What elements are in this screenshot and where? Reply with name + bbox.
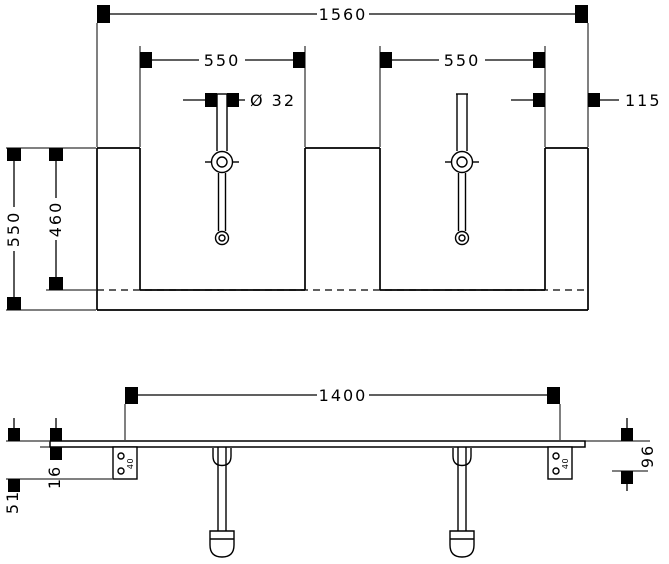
drain-trap-right (449, 446, 475, 558)
dim-label-bracket-holes-right: 40 (561, 458, 570, 469)
wall-bracket-left: 40 (112, 446, 138, 480)
dim-fixing-centres: 1400 (124, 386, 561, 440)
dim-label-tap-hole-diameter: Ø 32 (250, 91, 296, 110)
dim-label-console-depth: 550 (4, 211, 23, 248)
dim-board-thickness: 16 (40, 418, 68, 489)
wall-bracket-right: 40 (547, 446, 573, 480)
bracket-hole (117, 452, 125, 460)
dim-label-trap-height: 96 (638, 444, 657, 468)
dim-overall-width: 1560 (96, 5, 589, 147)
faucet-drain-right (444, 93, 480, 246)
dim-console-depth: 550 (4, 147, 96, 311)
basin-cutout-right (379, 148, 546, 291)
bracket-hole (552, 452, 560, 460)
dim-tap-hole-diameter: Ø 32 (183, 91, 296, 110)
dim-label-side-offset: 115 (625, 91, 662, 110)
faucet-drain-left (204, 93, 240, 246)
dim-label-cutout-width-right: 550 (444, 51, 481, 70)
dim-cutout-width-left: 550 (139, 46, 306, 147)
dim-label-cutout-depth: 460 (46, 201, 65, 238)
dim-cutout-width-right: 550 (379, 46, 546, 147)
dim-label-board-thickness: 16 (45, 465, 64, 489)
dim-label-cutout-width-left: 550 (204, 51, 241, 70)
dim-trap-height: 96 (585, 418, 657, 491)
drain-trap-left (209, 446, 235, 558)
console-board (49, 440, 586, 448)
basin-cutout-left (139, 148, 306, 291)
dim-label-bracket-holes-left: 40 (126, 458, 135, 469)
console-outline (96, 147, 589, 311)
dim-cutout-depth: 460 (46, 148, 96, 291)
bracket-hole (552, 467, 560, 475)
dim-label-fixing-centres: 1400 (319, 386, 368, 405)
dim-side-offset: 115 (511, 91, 662, 110)
dim-label-overall-width: 1560 (319, 5, 368, 24)
dim-label-bracket-height: 51 (3, 490, 22, 514)
bracket-hole (117, 467, 125, 475)
dim-bracket-height: 51 (3, 418, 112, 514)
